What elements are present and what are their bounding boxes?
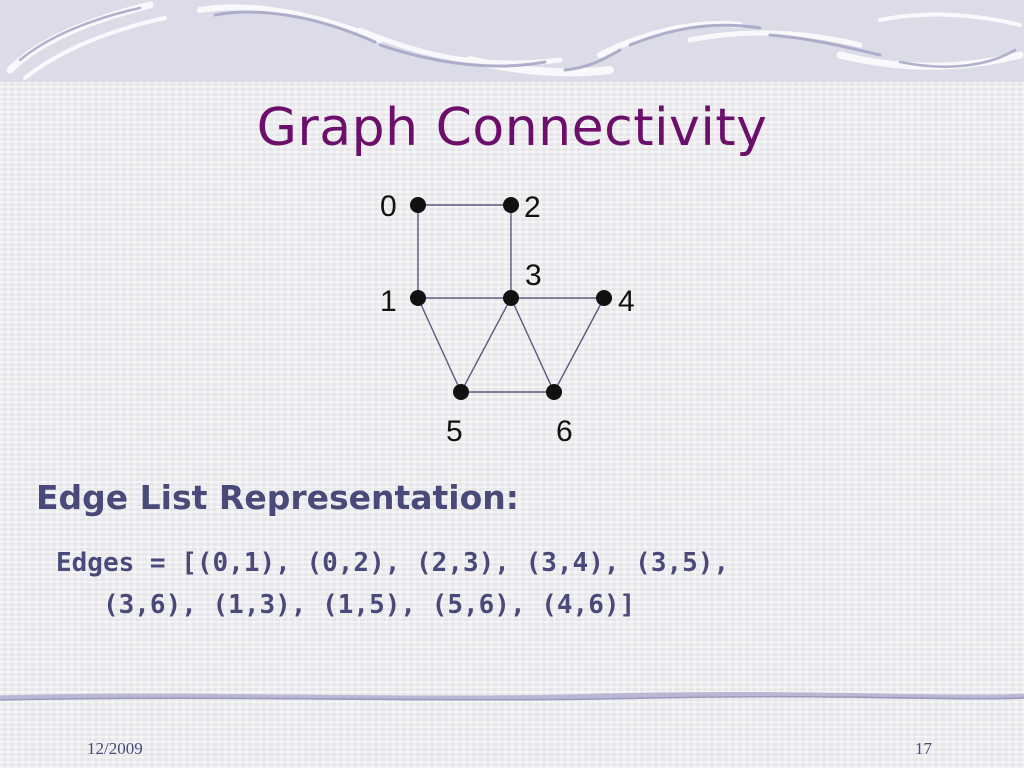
slide-title: Graph Connectivity — [0, 98, 1024, 158]
edge-list: Edges = [(0,1), (0,2), (2,3), (3,4), (3,… — [56, 542, 976, 626]
node-label-2: 2 — [524, 191, 541, 224]
node-6 — [546, 384, 562, 400]
graph-edges — [417, 204, 605, 393]
node-label-4: 4 — [618, 285, 635, 318]
edge-4-6 — [553, 297, 605, 393]
edge-3-6 — [510, 297, 555, 393]
graph-nodes — [410, 197, 612, 400]
node-label-3: 3 — [525, 259, 542, 292]
node-2 — [503, 197, 519, 213]
node-0 — [410, 197, 426, 213]
slide-background — [0, 82, 1024, 768]
graph-labels: 0 1 2 3 4 5 6 — [380, 190, 635, 448]
node-label-5: 5 — [446, 415, 463, 448]
slide-title-text: Graph Connectivity — [256, 98, 768, 158]
node-label-1: 1 — [380, 285, 397, 318]
decorative-banner — [0, 0, 1024, 82]
node-label-0: 0 — [380, 190, 397, 223]
node-label-6: 6 — [556, 415, 573, 448]
graph-diagram: 0 1 2 3 4 5 6 — [380, 190, 635, 448]
section-heading: Edge List Representation: — [36, 478, 519, 517]
node-5 — [453, 384, 469, 400]
node-3 — [503, 290, 519, 306]
footer-divider — [0, 691, 1024, 701]
node-1 — [410, 290, 426, 306]
footer-date: 12/2009 — [87, 739, 143, 758]
edge-list-line-2: (3,6), (1,3), (1,5), (5,6), (4,6)] — [56, 590, 636, 620]
edge-list-line-1: Edges = [(0,1), (0,2), (2,3), (3,4), (3,… — [56, 548, 730, 578]
node-4 — [596, 290, 612, 306]
edge-1-5 — [417, 297, 462, 393]
page-number: 17 — [915, 739, 932, 758]
edge-3-5 — [460, 297, 512, 393]
